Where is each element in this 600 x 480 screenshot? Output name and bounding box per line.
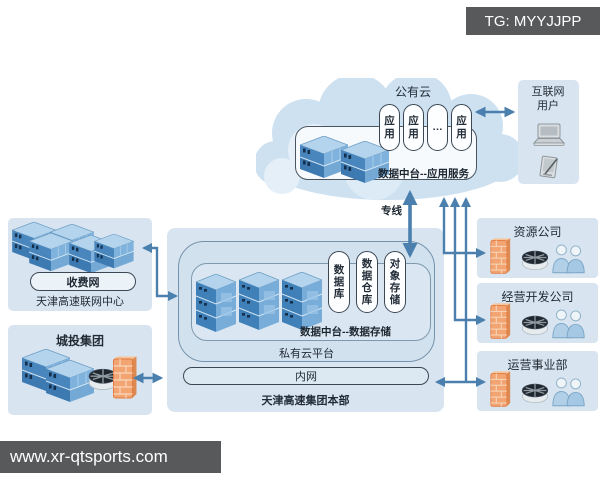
users-icon — [550, 243, 588, 274]
city-server-cluster-icon — [22, 349, 94, 403]
private-cloud-label: 私有云平台 — [279, 348, 334, 360]
operations-division-label: 运营事业部 — [507, 358, 568, 372]
storage-pill-object: 对象存储 — [384, 251, 406, 313]
city-group-label: 城投集团 — [55, 334, 104, 348]
firewall-icon — [489, 238, 512, 275]
app-pill-ellipsis: … — [427, 104, 448, 151]
city-group-box: 城投集团 — [8, 325, 152, 415]
users-icon — [550, 376, 588, 407]
cloud-caption: 数据中台--应用服务 — [378, 168, 469, 180]
app-pill: 应用 — [403, 104, 424, 151]
users-icon — [550, 308, 588, 339]
toll-network-label: 天津高速联网中心 — [36, 296, 124, 308]
storage-pill-warehouse: 数据仓库 — [356, 251, 378, 313]
tg-badge: TG: MYYJJPP — [466, 7, 600, 35]
intranet-pill: 内网 — [183, 367, 429, 385]
hq-label: 天津高速集团本部 — [261, 395, 350, 407]
hq-box: 数据中台--数据存储 数据库 数据仓库 对象存储 私有云平台 内网 天津高速集团… — [167, 228, 444, 412]
resources-company-label: 资源公司 — [513, 225, 562, 239]
router-icon — [520, 249, 550, 271]
app-pill: 应用 — [379, 104, 400, 151]
app-pill: 应用 — [451, 104, 472, 151]
router-icon — [520, 382, 550, 404]
resources-company-box: 资源公司 — [477, 218, 598, 278]
tablet-pen-icon — [536, 154, 562, 182]
storage-caption: 数据中台--数据存储 — [300, 326, 391, 338]
dedicated-line-label: 专线 — [381, 205, 402, 217]
firewall-icon — [489, 371, 512, 408]
storage-pill-database: 数据库 — [328, 251, 350, 313]
toll-network-box: 收费网 天津高速联网中心 — [8, 218, 152, 311]
business-dev-company-label: 经营开发公司 — [501, 290, 574, 304]
public-cloud-title: 公有云 — [394, 85, 431, 99]
router-icon — [520, 314, 550, 336]
operations-division-box: 运营事业部 — [477, 351, 598, 411]
firewall-icon — [112, 356, 138, 400]
laptop-icon — [531, 122, 567, 148]
watermark-url: www.xr-qtsports.com — [0, 441, 221, 473]
business-dev-company-box: 经营开发公司 — [477, 283, 598, 343]
toll-network-pill: 收费网 — [30, 272, 136, 291]
toll-gateway-server-icon — [92, 234, 136, 270]
firewall-icon — [489, 303, 512, 340]
internet-users-box: 互联网用户 — [518, 80, 579, 184]
internet-users-label: 互联网用户 — [531, 86, 565, 113]
